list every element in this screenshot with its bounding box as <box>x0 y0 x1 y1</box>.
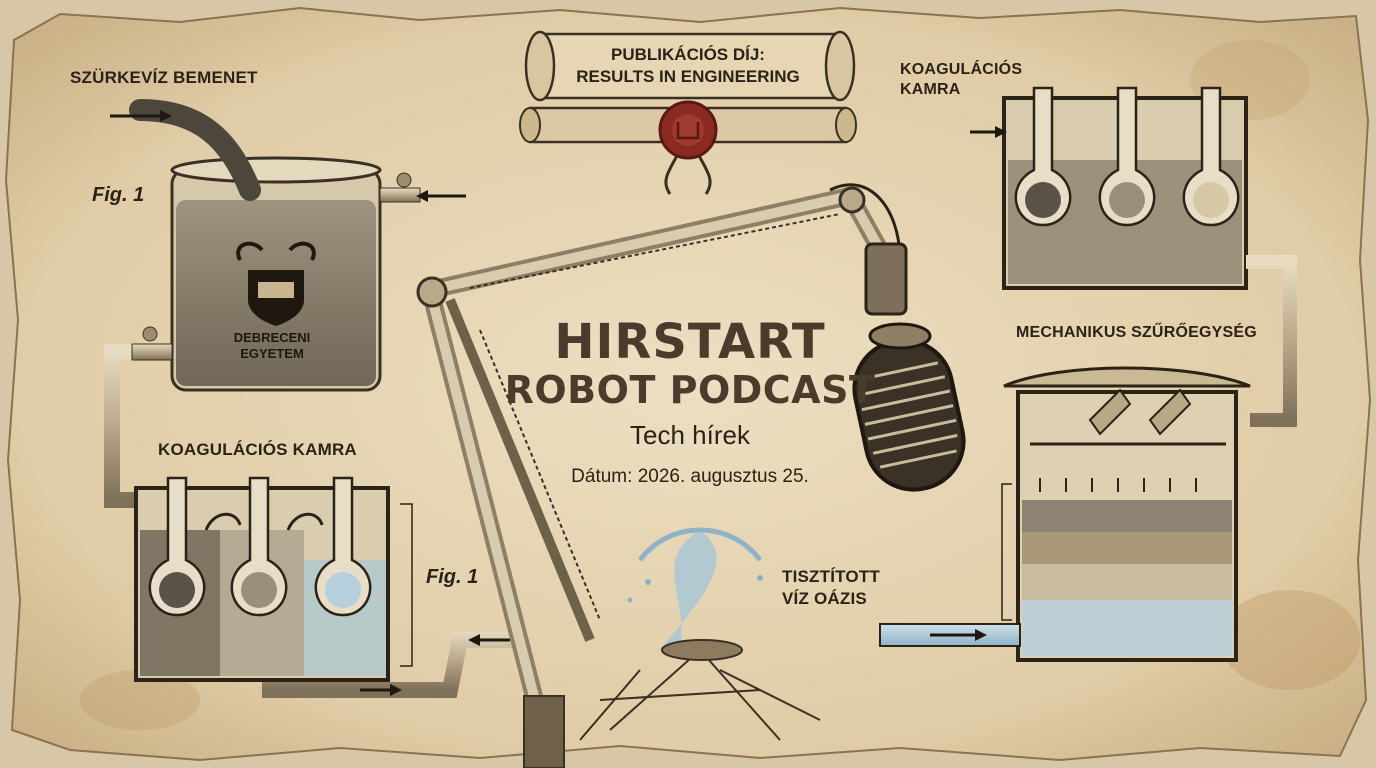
crest-line2: EGYETEM <box>240 346 304 361</box>
podcast-subtitle: Tech hírek <box>630 420 750 450</box>
coag-right-line2: KAMRA <box>900 81 961 98</box>
coagulation-chamber-right-label: KOAGULÁCIÓS KAMRA <box>900 60 1022 100</box>
water-oasis <box>579 527 821 741</box>
crest-line1: DEBRECENI <box>233 330 311 345</box>
oasis-line2: VÍZ OÁZIS <box>782 589 867 608</box>
university-crest-text: DEBRECENI EGYETEM <box>222 330 322 362</box>
greywater-tank <box>110 99 466 392</box>
scroll-line1: PUBLIKÁCIÓS DÍJ: <box>611 45 765 64</box>
water-oasis-label: TISZTÍTOTT VÍZ OÁZIS <box>782 566 880 610</box>
coagulation-chamber-right <box>970 86 1297 427</box>
mechanical-filter-unit <box>879 366 1251 662</box>
greywater-input-label: SZÜRKEVÍZ BEMENET <box>70 68 258 87</box>
award-scroll-text: PUBLIKÁCIÓS DÍJ: RESULTS IN ENGINEERING <box>548 44 828 88</box>
coagulation-chamber-left <box>134 476 510 696</box>
fig-label-top: Fig. 1 <box>92 184 145 206</box>
fig-label-mid: Fig. 1 <box>426 566 479 588</box>
podcast-title-line1: HIRSTART <box>554 314 826 370</box>
microphone-arm <box>416 183 908 768</box>
scroll-line2: RESULTS IN ENGINEERING <box>576 67 800 86</box>
microphone-icon <box>852 322 966 492</box>
podcast-date: Dátum: 2026. augusztus 25. <box>571 466 809 487</box>
coagulation-chamber-left-label: KOAGULÁCIÓS KAMRA <box>158 440 357 459</box>
coag-right-line1: KOAGULÁCIÓS <box>900 61 1023 78</box>
award-scroll <box>519 30 857 195</box>
podcast-title-line2: ROBOT PODCAST <box>504 368 876 412</box>
oasis-line1: TISZTÍTOTT <box>782 567 881 586</box>
mechanical-filter-label: MECHANIKUS SZŰRŐEGYSÉG <box>1016 324 1257 341</box>
